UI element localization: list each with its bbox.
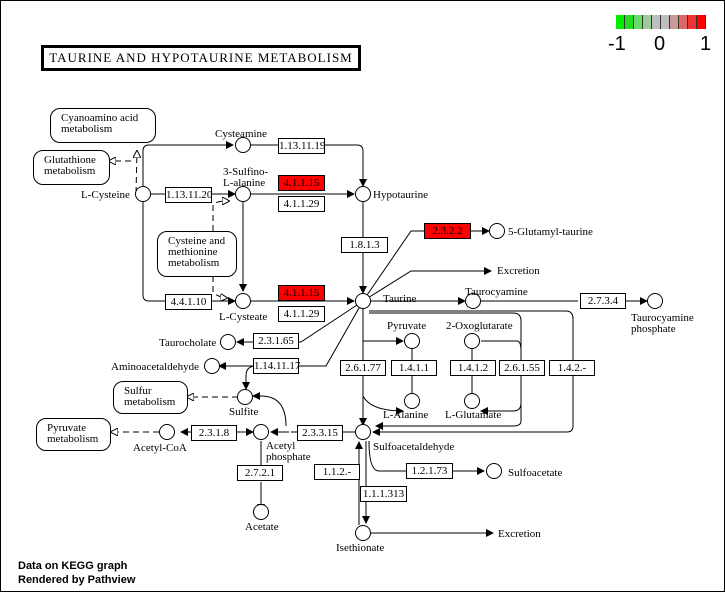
label-taurocyamine-phosphate: Taurocyamine phosphate <box>631 312 694 335</box>
legend-tick-min: -1 <box>608 33 626 55</box>
enzyme-box[interactable]: 2.3.3.15 <box>297 425 343 441</box>
enzyme-box[interactable]: 1.4.2.- <box>549 360 595 376</box>
enzyme-box[interactable]: 1.8.1.3 <box>341 237 388 253</box>
footer-line-2: Rendered by Pathview <box>18 574 136 586</box>
legend-swatch <box>679 15 688 29</box>
enzyme-box[interactable]: 1.13.11.19 <box>278 138 326 154</box>
legend-swatch <box>643 15 652 29</box>
label-l-cysteine: L-Cysteine <box>81 189 130 201</box>
compound-sulfoacetaldehyde[interactable] <box>355 424 371 440</box>
compound-oxoglutarate[interactable] <box>464 333 480 349</box>
label-glutamyl-taurine: 5-Glutamyl-taurine <box>508 226 593 238</box>
legend-swatch <box>670 15 679 29</box>
compound-isethionate[interactable] <box>355 525 371 541</box>
pathway-title: TAURINE AND HYPOTAURINE METABOLISM <box>41 45 361 71</box>
enzyme-box[interactable]: 4.1.1.15 <box>278 175 325 191</box>
label-l-alanine: L-Alanine <box>383 409 429 421</box>
compound-cysteamine[interactable] <box>235 137 251 153</box>
enzyme-box[interactable]: 2.3.1.8 <box>191 425 237 441</box>
enzyme-box[interactable]: 1.1.1.313 <box>360 486 407 502</box>
compound-taurocholate[interactable] <box>220 334 236 350</box>
legend-tick-max: 1 <box>700 33 712 55</box>
compound-l-cysteate[interactable] <box>235 293 251 309</box>
enzyme-box[interactable]: 4.4.1.10 <box>165 294 212 310</box>
enzyme-box[interactable]: 4.1.1.29 <box>278 306 325 322</box>
compound-pyruvate[interactable] <box>404 333 420 349</box>
compound-acetyl-coa[interactable] <box>159 424 175 440</box>
compound-l-cysteine[interactable] <box>135 186 151 202</box>
legend-swatch <box>661 15 670 29</box>
label-l-glutamate: L-Glutamate <box>445 409 502 421</box>
compound-taurocyamine[interactable] <box>465 293 481 309</box>
legend-swatch <box>616 15 625 29</box>
label-taurine: Taurine <box>383 293 417 305</box>
enzyme-box[interactable]: 2.3.1.65 <box>253 333 299 349</box>
label-isethionate: Isethionate <box>336 542 385 554</box>
label-sulfoacetate: Sulfoacetate <box>508 467 563 479</box>
enzyme-box[interactable]: 4.1.1.29 <box>278 196 325 212</box>
legend-swatch <box>634 15 643 29</box>
label-hypotaurine: Hypotaurine <box>373 189 428 201</box>
enzyme-box[interactable]: 2.7.2.1 <box>237 465 283 481</box>
enzyme-box[interactable]: 1.4.1.2 <box>450 360 496 376</box>
enzyme-box[interactable]: 2.6.1.77 <box>340 360 386 376</box>
label-taurocyamine: Taurocyamine <box>465 286 528 298</box>
legend-swatch <box>625 15 634 29</box>
legend-swatch <box>688 15 697 29</box>
enzyme-box[interactable]: 1.14.11.17 <box>253 358 301 374</box>
label-acetyl-coa: Acetyl-CoA <box>133 442 187 454</box>
compound-taurocyamine-phosphate[interactable] <box>647 293 663 309</box>
compound-sulfite[interactable] <box>237 389 253 405</box>
label-sulfite: Sulfite <box>229 406 259 418</box>
compound-glutamyl-taurine[interactable] <box>489 223 505 239</box>
compound-acetate[interactable] <box>253 504 269 520</box>
enzyme-box[interactable]: 1.1.2.- <box>314 464 360 480</box>
compound-taurine[interactable] <box>355 293 371 309</box>
label-excretion-1: Excretion <box>497 265 540 277</box>
compound-l-alanine[interactable] <box>404 393 420 409</box>
legend-swatch <box>697 15 706 29</box>
label-acetyl-phosphate: Acetyl phosphate <box>266 440 311 463</box>
compound-sulfoacetate[interactable] <box>486 463 502 479</box>
enzyme-box[interactable]: 4.1.1.15 <box>278 285 325 301</box>
map-cyanoamino[interactable]: Cyanoamino acid metabolism <box>50 108 156 143</box>
label-cysteamine: Cysteamine <box>215 128 267 140</box>
compound-l-glutamate[interactable] <box>464 393 480 409</box>
map-cysteine-methionine[interactable]: Cysteine and methionine metabolism <box>157 231 237 277</box>
label-sulfinoalanine: 3-Sulfino- L-alanine <box>223 166 269 189</box>
compound-acetyl-phosphate[interactable] <box>253 424 269 440</box>
enzyme-box[interactable]: 1.4.1.1 <box>391 360 437 376</box>
map-sulfur[interactable]: Sulfur metabolism <box>113 381 188 414</box>
color-legend: -1 0 1 <box>608 15 711 55</box>
label-l-cysteate: L-Cysteate <box>219 311 268 323</box>
label-pyruvate: Pyruvate <box>387 320 427 332</box>
map-glutathione[interactable]: Glutathione metabolism <box>33 150 110 185</box>
label-excretion-2: Excretion <box>498 528 541 540</box>
enzyme-box[interactable]: 2.7.3.4 <box>580 293 626 309</box>
label-sulfoacetaldehyde: Sulfoacetaldehyde <box>373 441 455 453</box>
label-aminoacetaldehyde: Aminoacetaldehyde <box>111 361 199 373</box>
compound-sulfinoalanine[interactable] <box>235 186 251 202</box>
label-taurocholate: Taurocholate <box>159 337 217 349</box>
footer-line-1: Data on KEGG graph <box>18 560 128 572</box>
enzyme-box[interactable]: 2.3.2.2 <box>424 223 471 239</box>
enzyme-box[interactable]: 1.2.1.73 <box>406 463 453 479</box>
legend-tick-mid: 0 <box>654 33 666 55</box>
compound-aminoacetaldehyde[interactable] <box>204 358 220 374</box>
label-acetate: Acetate <box>245 521 279 533</box>
legend-swatch <box>652 15 661 29</box>
compound-hypotaurine[interactable] <box>355 186 371 202</box>
enzyme-box[interactable]: 2.6.1.55 <box>499 360 545 376</box>
enzyme-box[interactable]: 1.13.11.20 <box>165 187 213 203</box>
label-oxoglutarate: 2-Oxoglutarate <box>446 320 513 332</box>
map-pyruvate[interactable]: Pyruvate metabolism <box>36 418 111 451</box>
legend-color-bar <box>616 15 706 31</box>
